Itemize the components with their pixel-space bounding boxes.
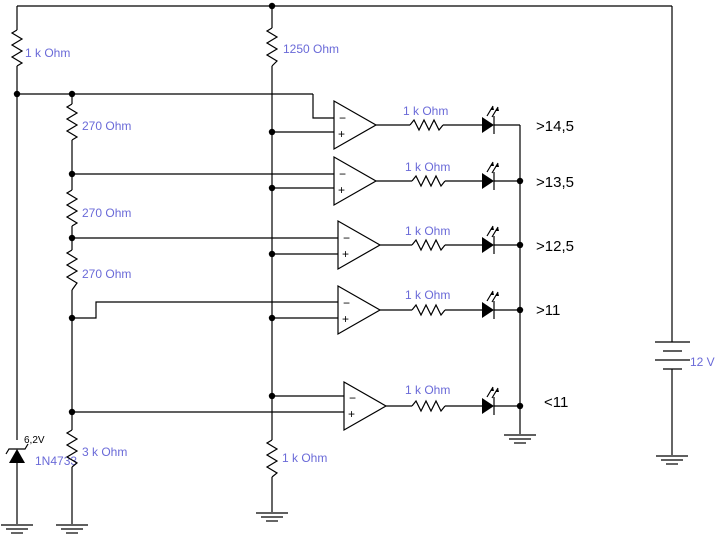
comparator-1 xyxy=(333,99,378,151)
output-label-3: >12,5 xyxy=(536,238,574,255)
led-3 xyxy=(482,237,494,253)
resistor-stage-1 xyxy=(409,118,444,132)
label-r-div-bottom: 3 k Ohm xyxy=(82,445,127,459)
led-5 xyxy=(482,398,494,414)
led-2 xyxy=(482,173,494,189)
resistor-3k xyxy=(65,429,79,468)
ground-battery xyxy=(656,455,688,465)
output-label-1: >14,5 xyxy=(536,118,574,135)
label-r-top-mid: 1250 Ohm xyxy=(283,42,339,56)
battery-label: 12 V xyxy=(690,355,715,369)
output-label-5: <11 xyxy=(544,394,568,411)
resistor-1k-top-left xyxy=(10,29,24,67)
stage-5: − + 1 k Ohm <11 xyxy=(343,380,568,432)
stage-4: − + 1 k Ohm >11 xyxy=(337,284,560,336)
ground-middle xyxy=(256,512,288,522)
led-bus xyxy=(516,125,524,434)
plus-sign-3: + xyxy=(342,247,349,261)
resistor-stage-3 xyxy=(411,238,446,252)
label-zener-part: 1N4733 xyxy=(35,454,77,468)
label-stage-2-resistor: 1 k Ohm xyxy=(405,160,450,174)
plus-sign-1: + xyxy=(338,127,345,141)
label-r-div-2: 270 Ohm xyxy=(82,206,131,220)
ground-divider xyxy=(56,524,88,534)
plus-sign-4: + xyxy=(342,312,349,326)
input-wiring xyxy=(72,94,344,413)
stage-1: − + 1 k Ohm >14,5 xyxy=(333,99,574,151)
minus-sign-4: − xyxy=(343,296,350,310)
minus-sign-3: − xyxy=(343,231,350,245)
left-column xyxy=(5,6,313,524)
led-4 xyxy=(482,302,494,318)
resistor-1k-mid-bottom xyxy=(265,439,279,478)
zener-diode xyxy=(9,449,25,463)
label-stage-1-resistor: 1 k Ohm xyxy=(403,104,448,118)
ground-led-bus xyxy=(504,434,536,444)
plus-sign-5: + xyxy=(348,407,355,421)
label-r-mid-bottom: 1 k Ohm xyxy=(282,451,327,465)
resistor-stage-2 xyxy=(411,174,446,188)
minus-sign-1: − xyxy=(339,111,346,125)
resistor-1250 xyxy=(265,27,279,67)
battery-12v: 12 V xyxy=(655,341,715,455)
label-zener-voltage: 6,2V xyxy=(24,435,45,446)
resistor-270-2 xyxy=(65,189,79,227)
label-r-top-left: 1 k Ohm xyxy=(25,46,70,60)
label-stage-4-resistor: 1 k Ohm xyxy=(405,288,450,302)
label-stage-3-resistor: 1 k Ohm xyxy=(405,224,450,238)
minus-sign-5: − xyxy=(349,391,356,405)
plus-sign-2: + xyxy=(338,183,345,197)
led-1 xyxy=(482,117,494,133)
middle-column xyxy=(265,6,279,512)
resistor-stage-5 xyxy=(411,399,446,413)
minus-sign-2: − xyxy=(339,167,346,181)
stage-3: − + 1 k Ohm >12,5 xyxy=(337,219,574,271)
comparator-4 xyxy=(337,284,382,336)
comparator-3 xyxy=(337,219,382,271)
comparator-2 xyxy=(333,155,378,207)
resistor-270-1 xyxy=(65,103,79,141)
resistor-270-3 xyxy=(65,249,79,291)
output-label-2: >13,5 xyxy=(536,174,574,191)
comparator-5 xyxy=(343,380,388,432)
label-r-div-3: 270 Ohm xyxy=(82,267,131,281)
resistor-stage-4 xyxy=(411,303,446,317)
ground-left xyxy=(1,524,33,534)
stage-2: − + 1 k Ohm >13,5 xyxy=(333,155,574,207)
output-label-4: >11 xyxy=(536,302,560,319)
label-r-div-1: 270 Ohm xyxy=(82,119,131,133)
label-stage-5-resistor: 1 k Ohm xyxy=(405,383,450,397)
